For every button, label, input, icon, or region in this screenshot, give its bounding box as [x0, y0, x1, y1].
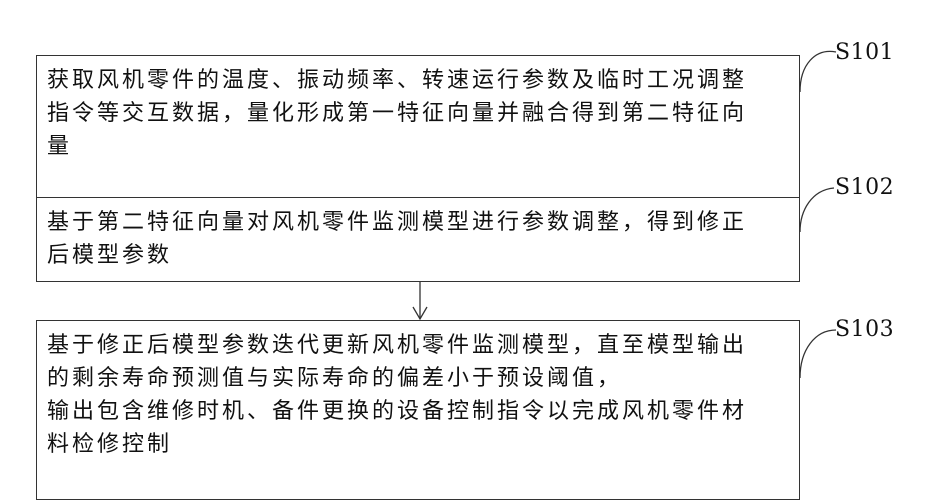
leader-s101	[800, 51, 836, 92]
leader-s102	[800, 188, 834, 232]
step-label-s102: S102	[835, 175, 894, 200]
step-text-s102: 基于第二特征向量对风机零件监测模型进行参数调整，得到修正 后模型参数	[47, 206, 789, 272]
step-label-s101: S101	[835, 40, 894, 65]
step-box-s102: 基于第二特征向量对风机零件监测模型进行参数调整，得到修正 后模型参数	[36, 197, 800, 282]
step-text-s103: 基于修正后模型参数迭代更新风机零件监测模型，直至模型输出 的剩余寿命预测值与实际…	[47, 329, 789, 461]
step-text-s101: 获取风机零件的温度、振动频率、转速运行参数及临时工况调整 指令等交互数据，量化形…	[47, 64, 789, 163]
step-box-s103: 基于修正后模型参数迭代更新风机零件监测模型，直至模型输出 的剩余寿命预测值与实际…	[36, 320, 800, 500]
step-box-s101: 获取风机零件的温度、振动频率、转速运行参数及临时工况调整 指令等交互数据，量化形…	[36, 55, 800, 200]
leader-s103	[800, 330, 836, 378]
step-label-s103: S103	[835, 317, 894, 342]
